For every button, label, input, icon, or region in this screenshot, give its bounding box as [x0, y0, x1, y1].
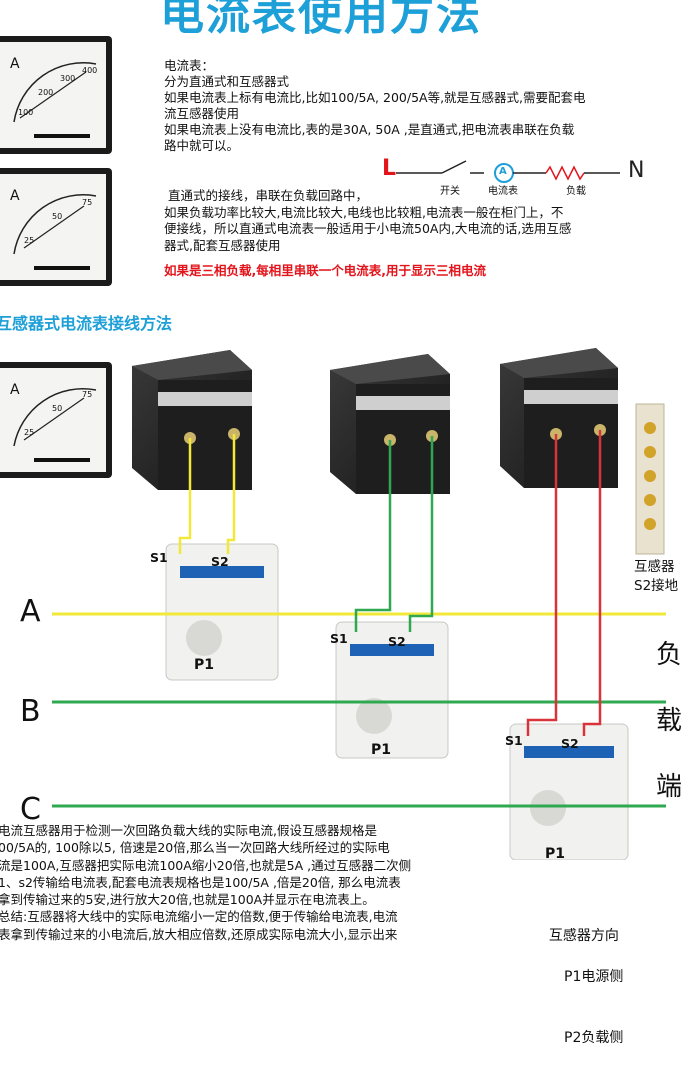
meter2-tick: 75	[82, 198, 93, 207]
ct-a-s2: S2	[211, 554, 229, 569]
phase-c-label: C	[20, 792, 41, 827]
section-title: 互感器式电流表接线方法	[0, 314, 173, 333]
circuit-switch-label: 开关	[440, 186, 460, 197]
meter1-tick: 100	[18, 108, 34, 117]
ct-b-p1: P1	[371, 742, 392, 758]
circuit-ammeter-label: 电流表	[488, 186, 518, 197]
page-title: 电流表使用方法	[160, 0, 482, 40]
ct-b	[335, 621, 449, 759]
ct-direction-p2: P2负载侧	[564, 1030, 624, 1046]
meter3-tick: 50	[52, 404, 63, 413]
ct-c-s2: S2	[561, 736, 579, 751]
ct-c-s1: S1	[505, 733, 523, 748]
load-side-char: 载	[656, 706, 683, 736]
intro-text: 电流表： 分为直通式和互感器式 如果电流表上标有电流比,比如100/5A, 20…	[164, 58, 586, 153]
direct-wiring-circuit	[396, 160, 620, 183]
ground-label: 互感器 S2接地	[634, 559, 679, 594]
meter1-tick: 200	[38, 88, 54, 97]
wire-b-s1	[354, 440, 392, 632]
ct-a	[165, 543, 279, 681]
ammeter-photo-2: A 25 50 75	[0, 168, 112, 286]
ct-direction-title: 互感器方向	[548, 927, 619, 944]
ammeter-photo-3: A 25 50 75	[0, 362, 112, 478]
circuit-l-label: L	[382, 156, 397, 181]
circuit-load-label: 负载	[566, 186, 586, 197]
meter-scale-2	[13, 194, 97, 270]
ct-wiring-diagram	[52, 348, 666, 860]
ct-b-s2: S2	[388, 634, 406, 649]
meter-unit-2: A	[10, 188, 20, 204]
circuit-n-label: N	[628, 158, 645, 183]
ct-a-p1: P1	[194, 657, 215, 673]
meter3-tick: 25	[24, 428, 35, 437]
meter2-tick: 50	[52, 212, 63, 221]
meter2-tick: 25	[24, 236, 35, 245]
ct-c-p1: P1	[545, 846, 566, 862]
meter-scale-1	[13, 62, 97, 138]
ammeter-photo-1: A 100 200 300 400	[0, 36, 112, 154]
meter1-tick: 400	[82, 66, 98, 75]
phase-b-label: B	[20, 694, 41, 729]
ground-terminal-strip	[635, 403, 665, 555]
phase-a-label: A	[20, 594, 41, 629]
load-side-char: 负	[656, 640, 683, 670]
ammeter-symbol: A	[499, 166, 507, 177]
meter-back-c	[500, 348, 618, 488]
wire-c-s2	[582, 430, 602, 736]
load-side-char: 端	[656, 772, 683, 802]
wire-a-s2	[226, 434, 236, 554]
meter-back-a	[132, 350, 252, 490]
ct-direction-p1: P1电源侧	[564, 968, 624, 985]
wire-c-s1	[526, 434, 558, 736]
ct-c	[509, 723, 629, 860]
wire-a-s1	[178, 438, 192, 554]
wire-b-s2	[408, 436, 434, 632]
meter3-tick: 75	[82, 390, 93, 399]
meter-unit-3: A	[10, 382, 20, 398]
wiring-text: 直通式的接线，串联在负载回路中， 如果负载功率比较大,电流比较大,电线也比较粗,…	[164, 188, 572, 253]
ct-a-s1: S1	[150, 550, 168, 565]
ct-b-s1: S1	[330, 631, 348, 646]
meter1-tick: 300	[60, 74, 76, 83]
three-phase-note: 如果是三相负载,每相里串联一个电流表,用于显示三相电流	[164, 263, 486, 278]
ct-direction-note: 互感器方向 P1电源侧 P2负载侧	[540, 905, 623, 1069]
meter-back-b	[330, 354, 450, 494]
meter-unit-1: A	[10, 56, 20, 72]
meter-scale-3	[13, 388, 97, 462]
explanation-text: 电流互感器用于检测一次回路负载大线的实际电流,假设互感器规格是 00/5A的, …	[0, 823, 412, 942]
